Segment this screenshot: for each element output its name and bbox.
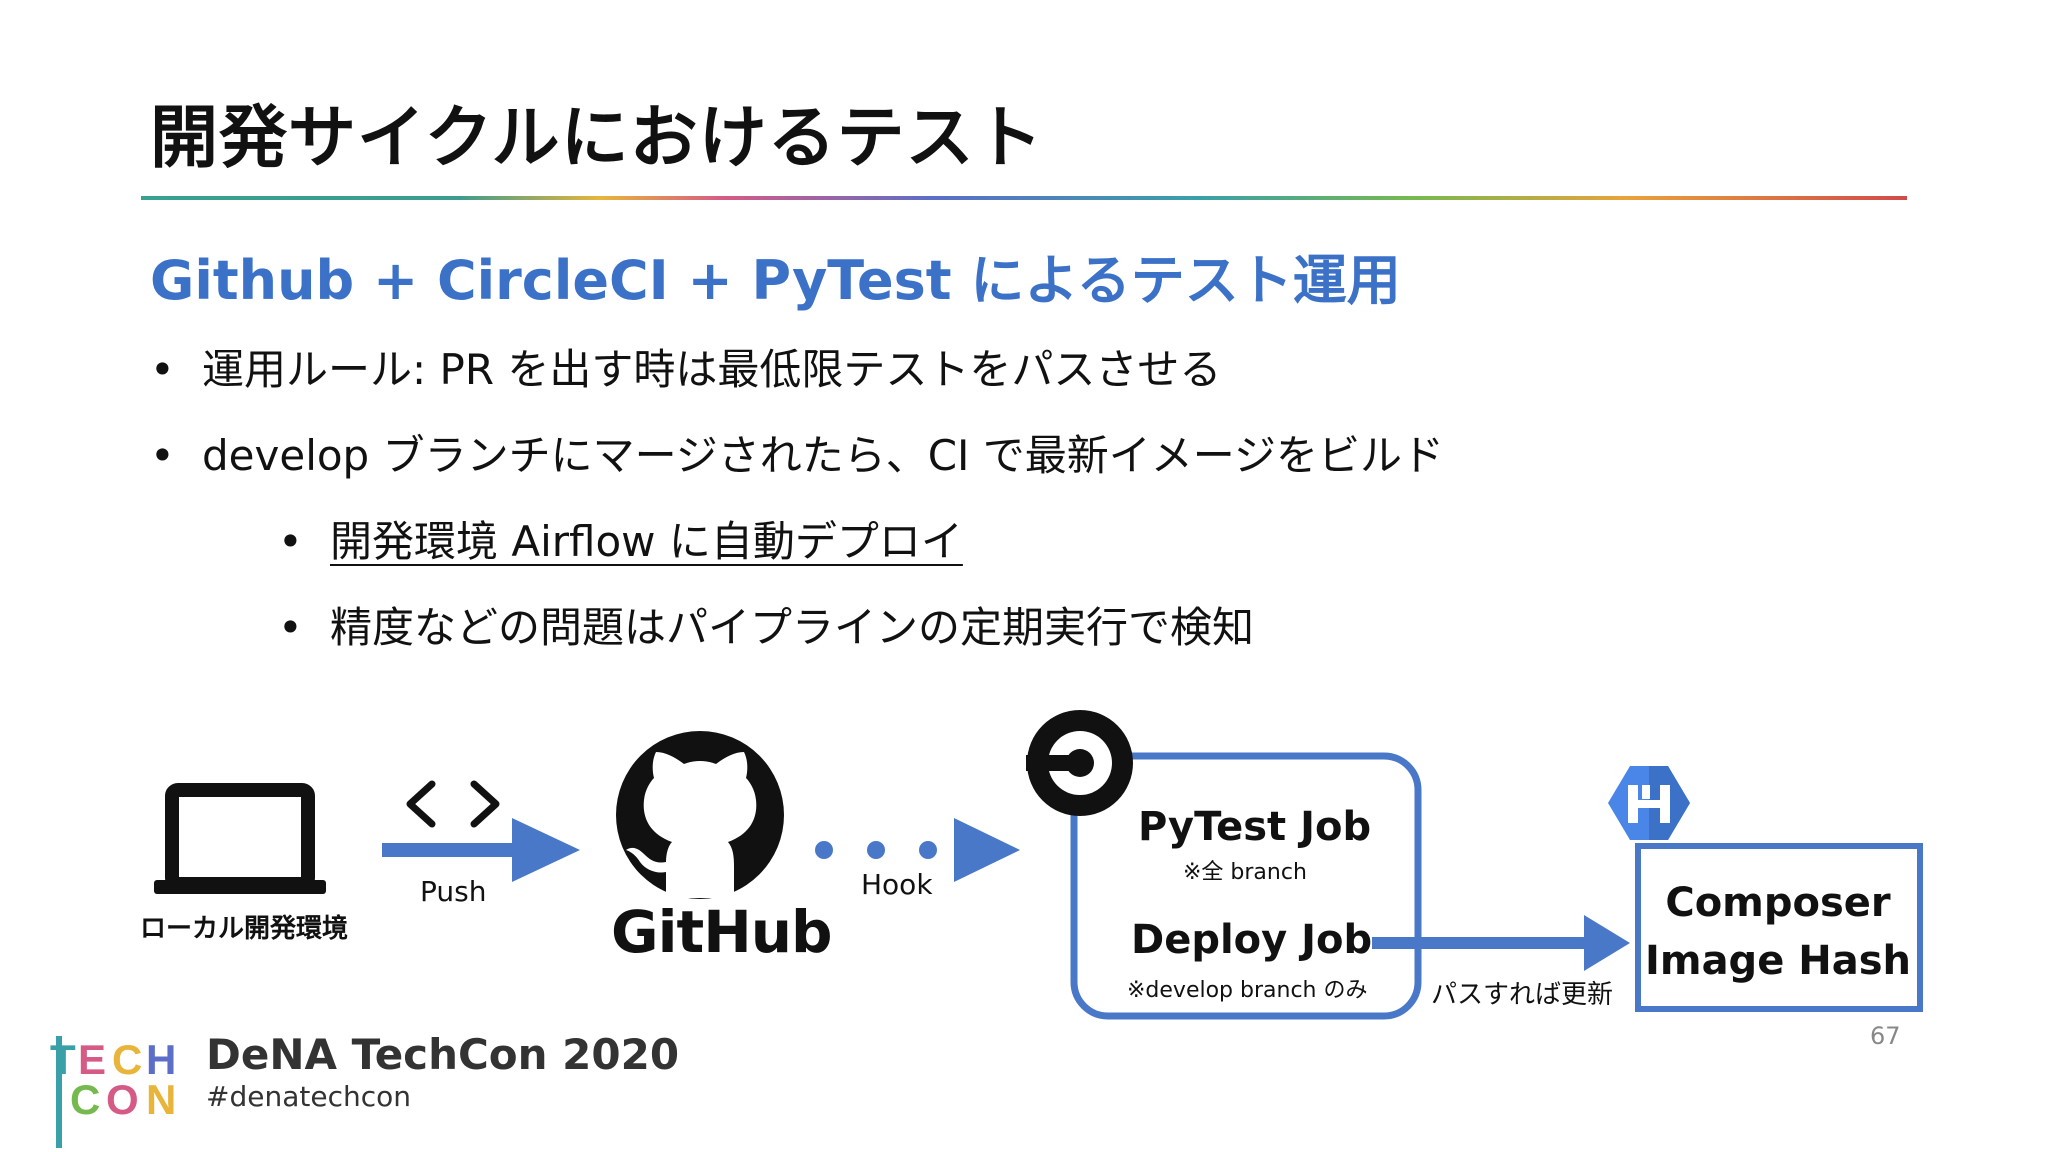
bullet-text: 運用ルール: PR を出す時は最低限テストをパスさせる <box>202 345 1222 394</box>
hook-connector <box>815 818 1020 882</box>
push-label: Push <box>420 875 487 908</box>
cloud-composer-icon <box>1608 766 1690 840</box>
techcon-logo: T E C H C O N <box>50 1036 176 1148</box>
page-number: 67 <box>1870 1022 1901 1050</box>
github-wordmark: GitHub <box>611 898 833 966</box>
svg-text:T: T <box>50 1036 76 1083</box>
pytest-job-label: PyTest Job <box>1138 804 1372 850</box>
local-env-label: ローカル開発環境 <box>140 914 349 944</box>
update-arrow <box>1372 915 1630 971</box>
bullet-dot: • <box>150 431 175 480</box>
bullet-text: 精度などの問題はパイプラインの定期実行で検知 <box>330 603 1255 652</box>
bullet-dot: • <box>150 345 175 394</box>
svg-text:H: H <box>146 1036 176 1083</box>
deploy-job-note: ※develop branch のみ <box>1127 978 1368 1003</box>
ci-jobs-box <box>1070 752 1422 1020</box>
svg-text:O: O <box>106 1076 139 1123</box>
github-logo-icon <box>616 731 784 899</box>
slide-subtitle: Github + CircleCI + PyTest によるテスト運用 <box>150 249 1401 312</box>
bullet-item: • 運用ルール: PR を出す時は最低限テストをパスさせる <box>150 336 1221 397</box>
footer-brand: DeNA TechCon 2020 <box>206 1030 680 1079</box>
composer-box <box>1635 843 1923 1012</box>
circleci-logo-icon <box>1026 710 1133 816</box>
sub-bullet-item: • 精度などの問題はパイプラインの定期実行で検知 <box>278 594 1254 655</box>
svg-text:C: C <box>112 1036 142 1083</box>
composer-image-hash-label: Composer Image Hash <box>1640 874 1916 990</box>
footer-hashtag: #denatechcon <box>206 1080 411 1113</box>
deploy-job-label: Deploy Job <box>1131 917 1373 963</box>
code-icon <box>406 780 500 828</box>
image-hash-line: Image Hash <box>1645 938 1911 984</box>
bullet-dot: • <box>278 603 303 652</box>
update-condition-label: パスすれば更新 <box>1431 980 1614 1010</box>
push-arrow <box>382 818 580 882</box>
airflow-deploy-link[interactable]: 開発環境 Airflow に自動デプロイ <box>330 517 963 566</box>
title-divider <box>141 196 1907 200</box>
svg-text:E: E <box>78 1036 106 1083</box>
laptop-icon <box>154 783 326 894</box>
bullet-text: develop ブランチにマージされたら、CI で最新イメージをビルド <box>202 431 1444 480</box>
pytest-job-note: ※全 branch <box>1183 860 1307 885</box>
svg-text:N: N <box>146 1076 176 1123</box>
hook-label: Hook <box>861 868 933 901</box>
bullet-item: • develop ブランチにマージされたら、CI で最新イメージをビルド <box>150 422 1444 483</box>
sub-bullet-item: • 開発環境 Airflow に自動デプロイ <box>278 508 963 569</box>
composer-line: Composer <box>1665 880 1891 926</box>
bullet-dot: • <box>278 517 303 566</box>
svg-text:C: C <box>70 1076 100 1123</box>
slide-title: 開発サイクルにおけるテスト <box>150 99 1044 178</box>
